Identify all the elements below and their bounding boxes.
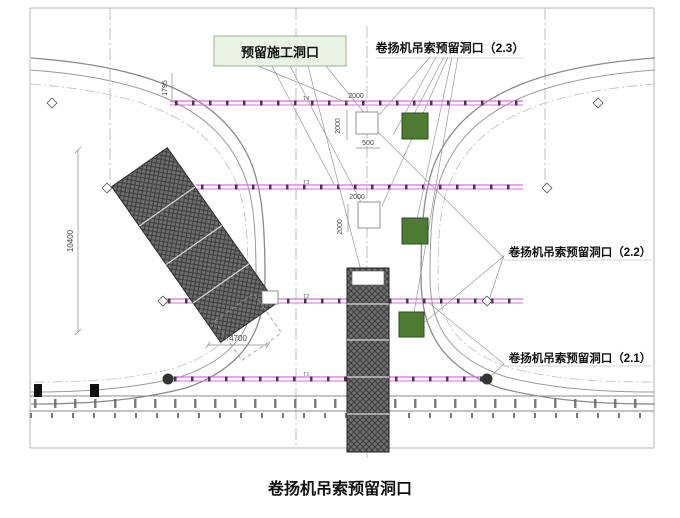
dashed-extension xyxy=(214,293,282,361)
right-edge-centerline xyxy=(437,83,656,383)
construction-opening-box xyxy=(213,35,347,67)
right-edge-curve-outer xyxy=(420,57,656,405)
left-edge-curve-outer xyxy=(30,57,266,405)
dim-2000-top-w: 2000 xyxy=(348,93,364,100)
dim-10400: 10400 xyxy=(66,229,75,252)
green-opening-2 xyxy=(401,217,429,245)
tilted-divider-2 xyxy=(165,225,223,265)
rail-block-left xyxy=(34,384,42,397)
opening-2-3-label: 卷扬机吊索预留洞口（2.3） xyxy=(375,40,525,55)
track-band-1 xyxy=(170,100,523,106)
dim-2000-mid-h: 2000 xyxy=(337,219,344,235)
right-edge-curve-inner xyxy=(429,69,656,393)
construction-opening-label: 预留施工洞口 xyxy=(213,35,347,67)
opening-2-2-label: 卷扬机吊索预留洞口（2.2） xyxy=(508,245,652,259)
shaft-cap-box xyxy=(351,270,385,286)
datum-diamond xyxy=(46,97,58,109)
dim-4700: 4700 xyxy=(229,334,247,343)
green-opening-1 xyxy=(401,112,429,140)
opening-box-top xyxy=(355,111,379,135)
leader-lines xyxy=(257,56,652,379)
green-opening-3 xyxy=(398,311,425,338)
dim-500: 500 xyxy=(362,140,374,147)
tilted-structure xyxy=(110,146,278,344)
track-band-4 xyxy=(168,376,489,382)
anchor-circle-right xyxy=(481,373,493,385)
axis-tag-t4: T4 xyxy=(303,96,309,102)
track-band-2 xyxy=(196,184,523,190)
dim-2000-top-h: 2000 xyxy=(335,118,342,134)
dimension-lines xyxy=(74,73,380,349)
anchor-circle-left xyxy=(162,373,174,385)
waist-box xyxy=(261,290,279,305)
opening-box-mid xyxy=(357,201,381,229)
center-shaft xyxy=(346,267,390,453)
dashed-extension-box xyxy=(214,293,282,361)
figure-title: 卷扬机吊索预留洞口 xyxy=(267,479,412,498)
datum-diamond xyxy=(481,295,493,307)
datum-diamond xyxy=(541,182,553,194)
axis-tag-t1: T1 xyxy=(303,372,309,378)
left-edge-centerline xyxy=(30,83,249,383)
tilted-divider-1 xyxy=(138,186,196,227)
axis-tag-t3: T3 xyxy=(303,180,309,186)
datum-diamond xyxy=(592,97,604,109)
center-shaft-body xyxy=(346,267,390,453)
datum-diamond xyxy=(101,182,113,194)
construction-opening-text: 预留施工洞口 xyxy=(241,45,319,60)
axis-tag-t2: T2 xyxy=(303,294,309,300)
dim-2000-mid-w: 2000 xyxy=(349,194,365,201)
datum-diamond xyxy=(157,295,169,307)
rail-block-mid xyxy=(90,384,99,397)
opening-2-1-label: 卷扬机吊索预留洞口（2.1） xyxy=(508,351,652,365)
datum-markers xyxy=(46,97,604,307)
tilted-divider-3 xyxy=(192,263,250,304)
bottom-rail xyxy=(30,384,654,418)
dim-1795: 1795 xyxy=(162,80,169,96)
drawing-frame xyxy=(29,7,655,449)
green-openings xyxy=(398,112,429,338)
